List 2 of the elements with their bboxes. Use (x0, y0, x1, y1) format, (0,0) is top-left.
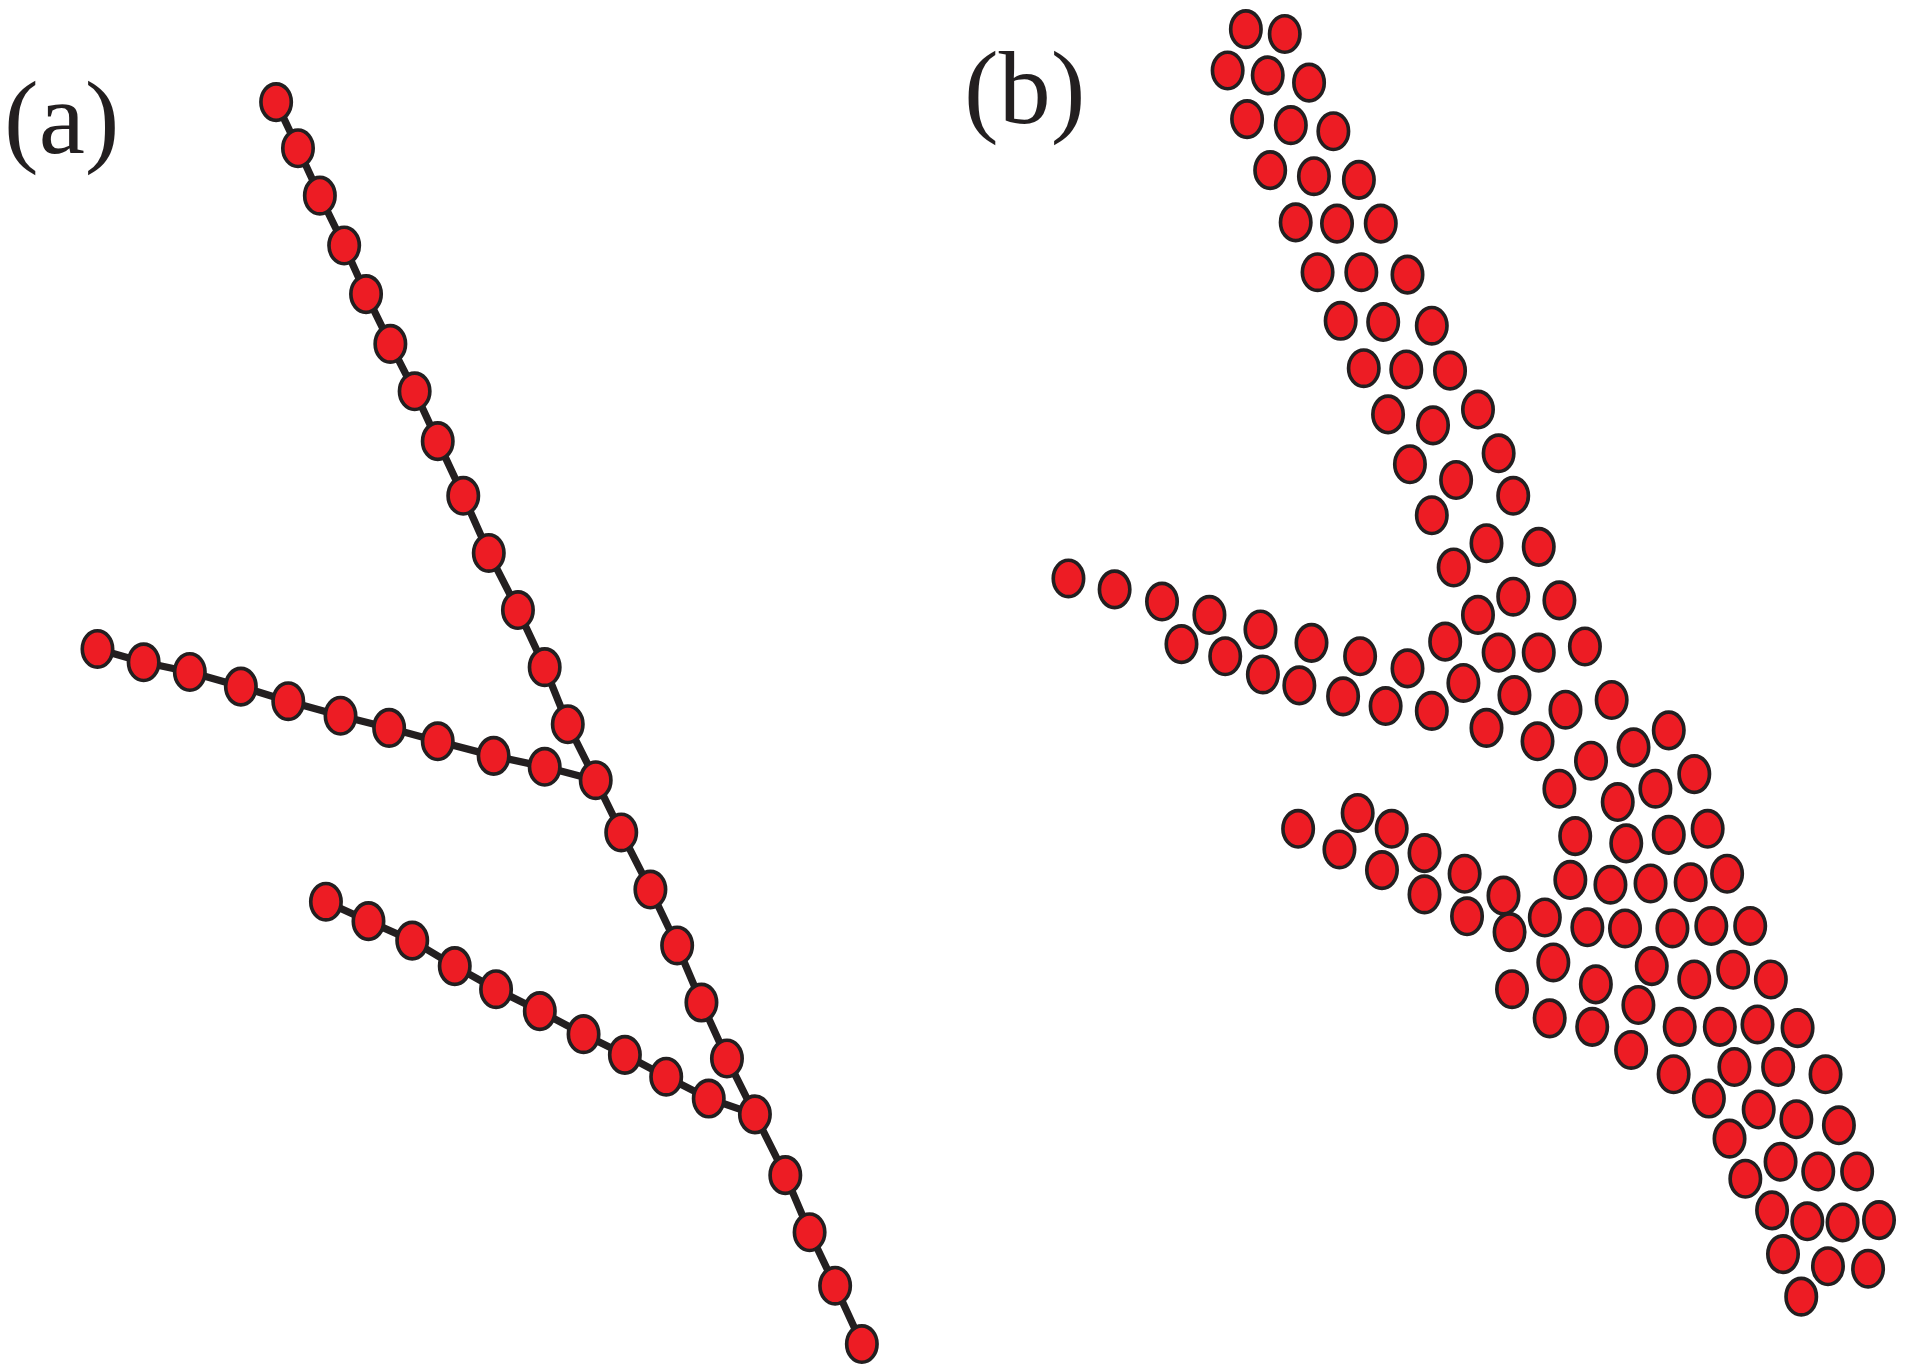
panel-label: (a) (3, 59, 121, 177)
panel-label: (b) (963, 29, 1087, 147)
